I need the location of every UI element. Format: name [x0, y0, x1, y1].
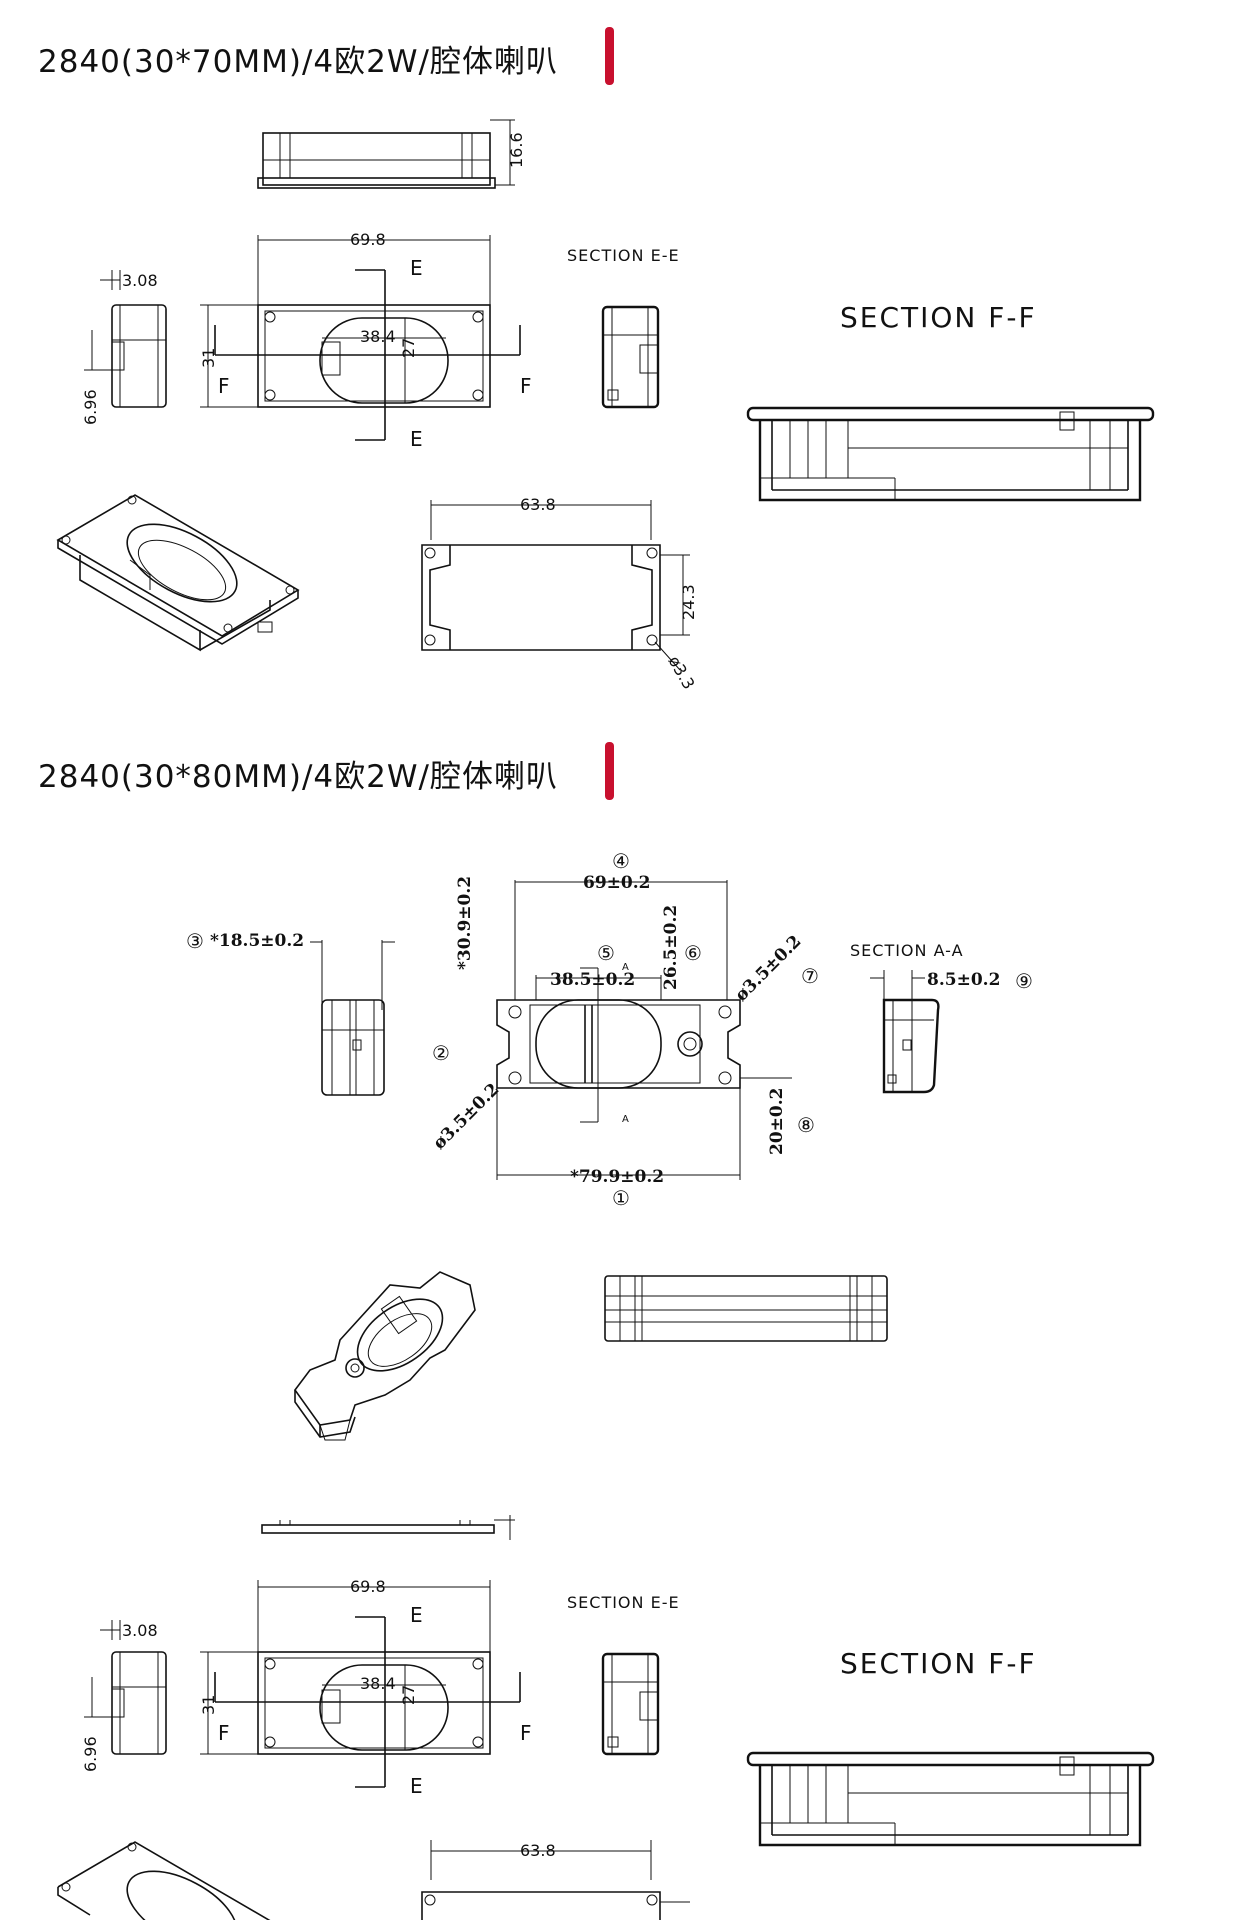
section-a-top: A: [622, 962, 629, 973]
dim-69-label: 69±0.2: [583, 873, 650, 893]
side-height-label: 6.96: [81, 389, 100, 425]
section-ee-label-3: SECTION E-E: [567, 1593, 680, 1612]
front-view-2: A A ⑤ 38.5±0.2 26.5±0.2 ⑥ ø3.5±0.2 ⑦ ø3.…: [429, 905, 819, 1210]
dim-38-5-label: 38.5±0.2: [550, 970, 635, 990]
callout-3: ③: [186, 929, 204, 953]
side-width-label: 3.08: [122, 271, 158, 290]
callout-1: ①: [612, 1186, 630, 1210]
top-dimension: ④ 69±0.2: [514, 849, 728, 1000]
section-ee-label: SECTION E-E: [567, 246, 680, 265]
section-f-right-3: F: [520, 1721, 532, 1745]
overall-height-label: 31: [199, 348, 218, 368]
section-f-left: F: [218, 374, 230, 398]
section-a-bottom: A: [622, 1114, 629, 1125]
front-view: 69.8 E E F F 38.4 27: [199, 230, 532, 451]
width-dim-label: 69.8: [350, 230, 386, 249]
dim-18-5-label: *18.5±0.2: [210, 931, 304, 951]
section-e-bottom: E: [410, 427, 423, 451]
opening-width-label-3: 38.4: [360, 1674, 396, 1693]
drawing-1: 16.6 69.8 E E F F: [56, 119, 1155, 693]
section-aa-label: SECTION A-A: [850, 941, 964, 960]
width-dim-label-3: 69.8: [350, 1577, 386, 1596]
section-ff-view: SECTION F-F: [746, 301, 1155, 502]
dim-hole-right-label: ø3.5±0.2: [731, 931, 805, 1005]
height-dim-label: 16.6: [507, 132, 526, 168]
opening-height-label: 27: [399, 338, 418, 358]
overall-height-label-3: 31: [199, 1695, 218, 1715]
callout-2: ②: [432, 1041, 450, 1065]
dim-hole-left-label: ø3.5±0.2: [429, 1079, 503, 1153]
thin-profile-view: [261, 1515, 515, 1540]
side-view-left: 3.08 6.96: [81, 270, 167, 425]
section-title-1: 2840(30*70MM)/4欧2W/腔体喇叭: [38, 44, 558, 80]
dim-height-label: *30.9±0.2: [455, 876, 475, 970]
drawing-2: ④ 69±0.2 *30.9±0.2 ③ *18.5±0.2 ②: [186, 849, 1033, 1441]
isometric-view-2: [294, 1271, 476, 1441]
height-dimension: *30.9±0.2: [455, 876, 475, 970]
callout-5: ⑤: [597, 941, 615, 965]
callout-4: ④: [612, 849, 630, 873]
callout-8: ⑧: [797, 1113, 815, 1137]
opening-height-label-3: 27: [399, 1685, 418, 1705]
dim-26-5-label: 26.5±0.2: [661, 905, 681, 990]
bottom-height-label: 24.3: [679, 584, 698, 620]
callout-7: ⑦: [801, 964, 819, 988]
section-e-bottom-3: E: [410, 1774, 423, 1798]
section-e-top-3: E: [410, 1603, 423, 1627]
side-view-2: ③ *18.5±0.2 ②: [186, 929, 450, 1096]
bottom-view: 63.8 24.3 ø3.3: [421, 495, 699, 693]
accent-bar-1: [605, 27, 614, 85]
section-title-2: 2840(30*80MM)/4欧2W/腔体喇叭: [38, 759, 558, 795]
dim-20-label: 20±0.2: [767, 1088, 787, 1155]
hole-dim-label: ø3.3: [665, 653, 699, 693]
opening-width-label: 38.4: [360, 327, 396, 346]
section-aa-view: SECTION A-A 8.5±0.2 ⑨: [850, 941, 1033, 1094]
section-ff-label-3: SECTION F-F: [840, 1647, 1037, 1680]
long-profile-view: [604, 1275, 888, 1342]
section-ff-view-3: SECTION F-F: [746, 1647, 1155, 1847]
callout-6: ⑥: [684, 941, 702, 965]
bottom-width-label-3: 63.8: [520, 1841, 556, 1860]
section-ee-view: SECTION E-E: [567, 246, 680, 409]
drawing-3: 69.8 E E F F 38.4 27 31: [57, 1515, 1155, 1920]
section-ff-label: SECTION F-F: [840, 301, 1037, 334]
section-f-right: F: [520, 374, 532, 398]
side-width-label-3: 3.08: [122, 1621, 158, 1640]
section-ee-view-3: SECTION E-E: [567, 1593, 680, 1756]
bottom-width-label: 63.8: [520, 495, 556, 514]
isometric-view: [56, 494, 300, 652]
top-profile-view: 16.6: [257, 119, 526, 189]
dim-8-5-label: 8.5±0.2: [927, 970, 1000, 990]
side-height-label-3: 6.96: [81, 1736, 100, 1772]
callout-9: ⑨: [1015, 969, 1033, 993]
front-view-3: 69.8 E E F F 38.4 27 31: [199, 1577, 532, 1798]
bottom-view-3: 63.8: [421, 1840, 690, 1920]
section-f-left-3: F: [218, 1721, 230, 1745]
side-view-3: 3.08 6.96: [81, 1620, 167, 1772]
isometric-view-3: [57, 1841, 271, 1920]
section-e-top: E: [410, 256, 423, 280]
accent-bar-2: [605, 742, 614, 800]
dim-79-9-label: *79.9±0.2: [570, 1167, 664, 1187]
